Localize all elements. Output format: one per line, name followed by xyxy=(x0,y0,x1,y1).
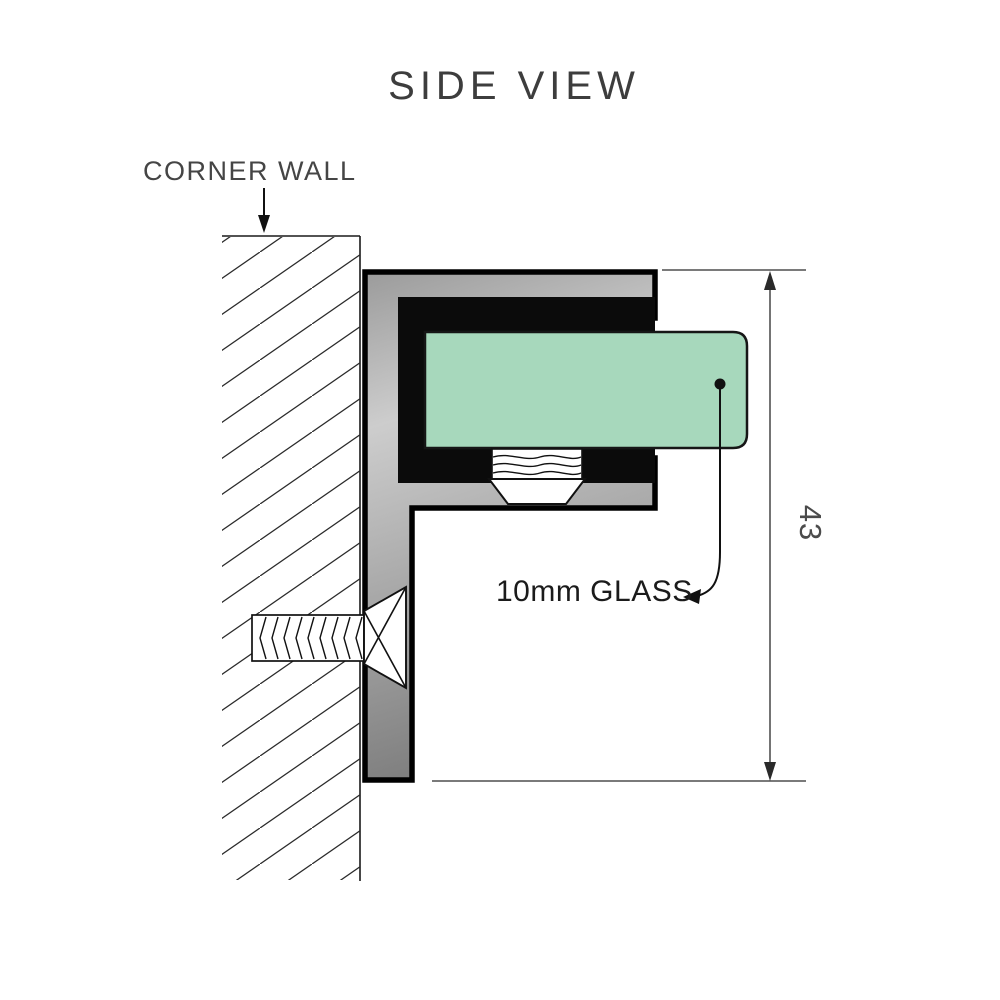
screw-threads xyxy=(259,616,363,660)
grub-screw-thread-line xyxy=(492,462,582,468)
dimension-value: 43 xyxy=(793,505,828,541)
grub-screw-cup xyxy=(486,478,588,505)
wall xyxy=(222,235,361,881)
wall-screw xyxy=(251,585,407,690)
glass-label: 10mm GLASS xyxy=(496,575,693,608)
screw-head-cross-line xyxy=(363,586,407,665)
corner-wall-callout: CORNER WALL xyxy=(143,156,357,233)
wall-hatching xyxy=(222,237,360,880)
dimension-arrowhead-top-icon xyxy=(764,271,776,290)
grub-screw xyxy=(486,448,588,505)
grub-screw-thread-line xyxy=(492,454,582,460)
glass-callout-arrowhead-icon xyxy=(683,589,701,604)
glass-callout-dot xyxy=(714,378,726,390)
diagram-title: SIDE VIEW xyxy=(388,64,640,108)
corner-wall-arrowhead-icon xyxy=(258,215,270,233)
glass-callout: 10mm GLASS xyxy=(496,378,726,608)
glass-panel xyxy=(423,330,749,450)
corner-wall-label: CORNER WALL xyxy=(143,156,357,186)
dimension-43: 43 xyxy=(432,269,828,782)
glass-callout-leader xyxy=(696,389,721,597)
screw-head-cross-line xyxy=(363,610,407,689)
grub-screw-thread-line xyxy=(492,470,582,476)
dimension-arrowhead-bottom-icon xyxy=(764,762,776,781)
